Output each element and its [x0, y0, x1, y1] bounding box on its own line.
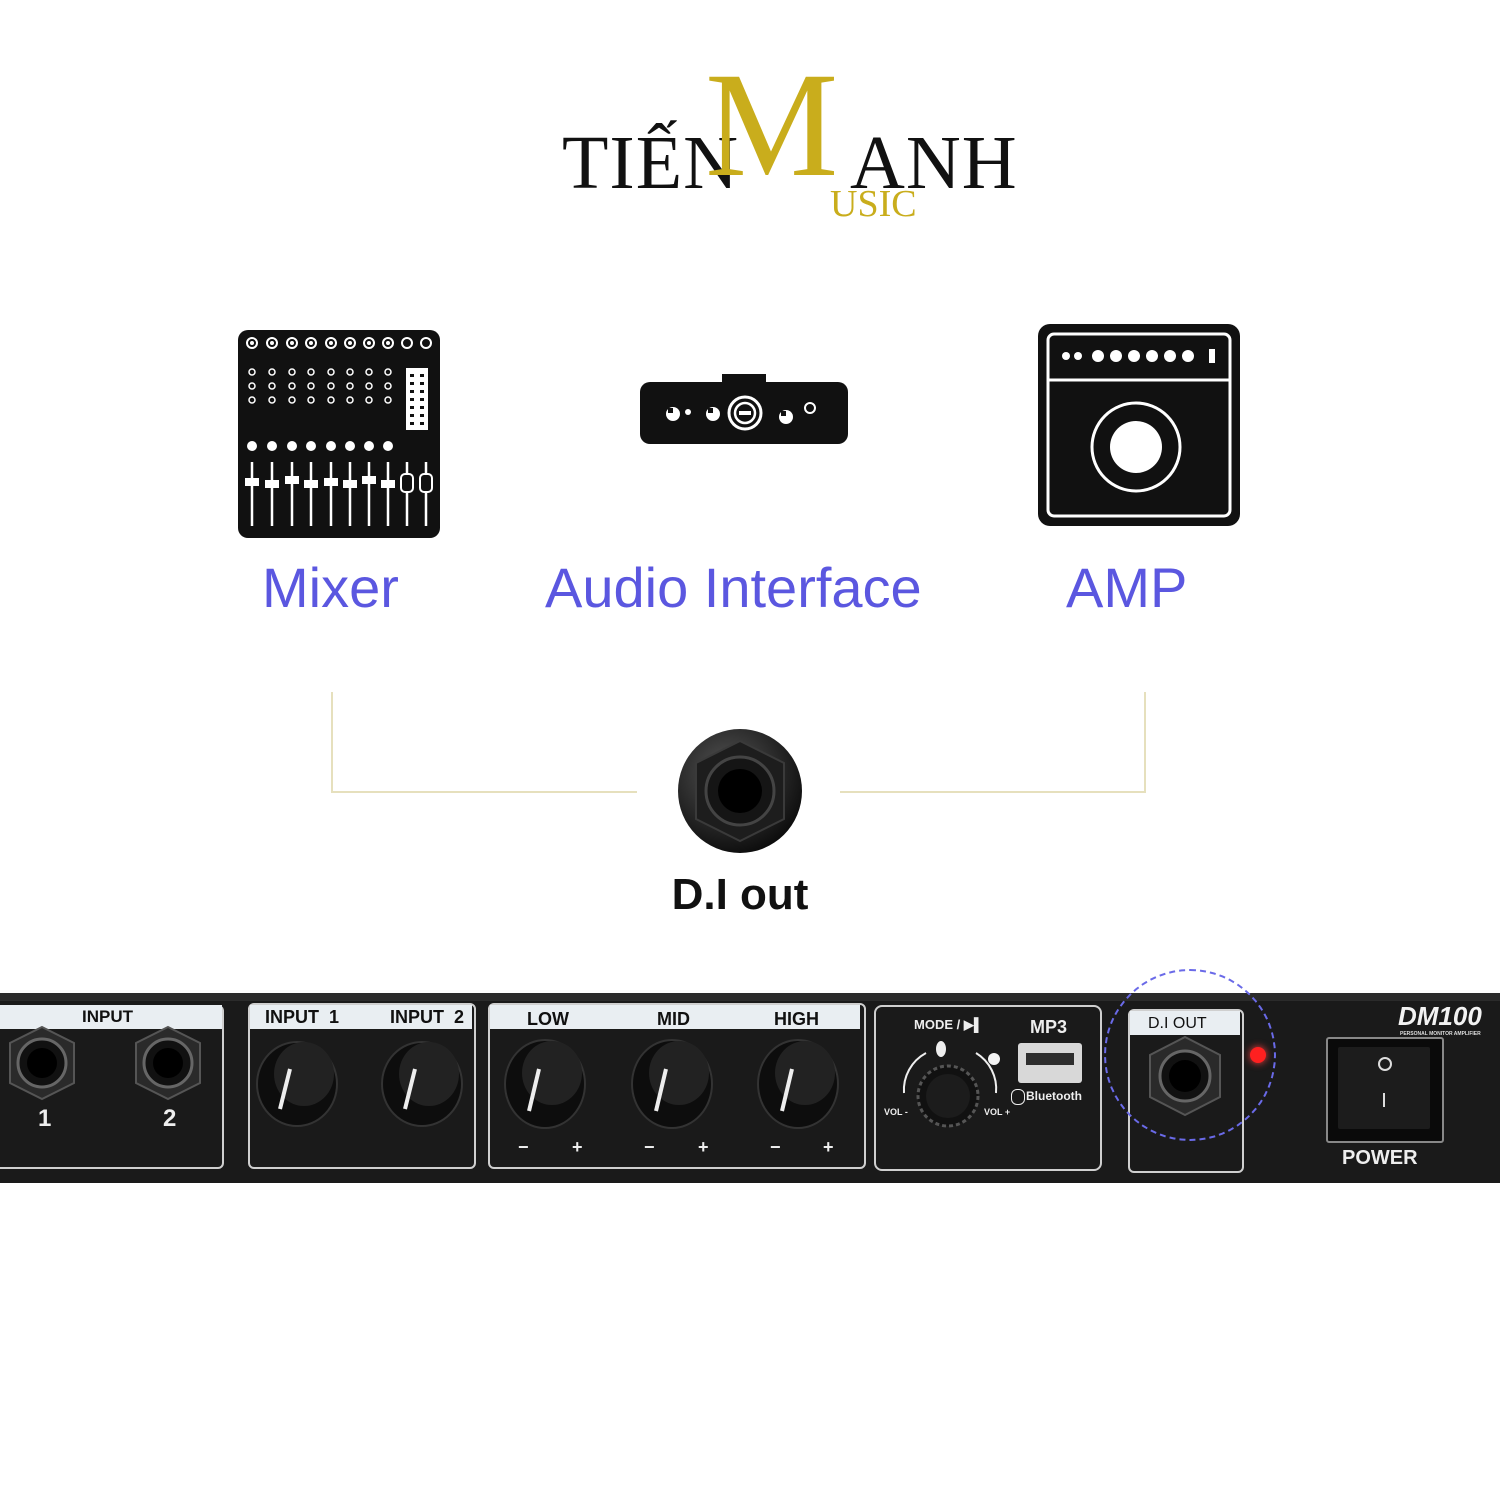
amp-icon	[1038, 324, 1240, 526]
mixer-icon	[238, 330, 440, 538]
device-label-mixer: Mixer	[262, 556, 399, 619]
eq-mid-label: MID	[657, 1009, 690, 1029]
input-1-gain-label: INPUT 1	[265, 1007, 340, 1027]
power-switch[interactable]	[1338, 1047, 1430, 1129]
bluetooth-icon	[1011, 1089, 1025, 1105]
logo-m-letter: M	[705, 42, 839, 208]
audio-interface-icon	[640, 374, 848, 444]
eq-low-knob[interactable]	[497, 1029, 597, 1139]
jack-socket-icon	[678, 729, 802, 853]
logo-text-left: TIẾN	[562, 121, 740, 205]
mp3-label: MP3	[1030, 1017, 1068, 1037]
power-label: POWER	[1342, 1147, 1418, 1169]
connector-line-left-vertical	[331, 692, 333, 792]
device-label-audio-interface: Audio Interface	[545, 556, 922, 619]
input-2-number: 2	[163, 1105, 177, 1132]
eq-low-label: LOW	[527, 1009, 569, 1029]
eq-high-label: HIGH	[774, 1009, 819, 1029]
eq-high-plus: +	[823, 1137, 834, 1157]
eq-mid-plus: +	[698, 1137, 709, 1157]
eq-low-minus: −	[518, 1137, 529, 1157]
gain-section	[248, 1003, 476, 1169]
mode-volume-knob[interactable]	[886, 1033, 1006, 1133]
input-1-number: 1	[38, 1105, 52, 1132]
model-name: DM100	[1398, 1001, 1482, 1031]
input-section-header	[0, 1005, 222, 1029]
volume-up-label: VOL +	[984, 1107, 1011, 1117]
amplifier-front-panel: INPUT 1 2 INPUT 1 INPUT 2 LOW MID HIGH −…	[0, 969, 1500, 1183]
di-out-label: D.I out	[671, 870, 809, 919]
mp3-indicator-led	[988, 1053, 1000, 1065]
input-2-jack[interactable]	[128, 1023, 208, 1103]
bluetooth-label: Bluetooth	[1026, 1089, 1082, 1103]
connector-line-left-horizontal	[331, 791, 637, 793]
mp3-section	[874, 1005, 1102, 1171]
model-subtitle: PERSONAL MONITOR AMPLIFIER	[1400, 1031, 1481, 1037]
input-1-gain-knob[interactable]	[252, 1029, 342, 1129]
usb-port[interactable]	[1018, 1043, 1082, 1083]
eq-section	[488, 1003, 866, 1169]
eq-low-plus: +	[572, 1137, 583, 1157]
input-1-jack[interactable]	[2, 1023, 82, 1103]
eq-mid-minus: −	[644, 1137, 655, 1157]
volume-down-label: VOL -	[884, 1107, 908, 1117]
logo-music-suffix: USIC	[830, 183, 917, 225]
mode-label: MODE / ▶▌	[914, 1017, 984, 1032]
logo-text-right: ANH	[850, 121, 1018, 205]
brand-logo: TIẾN M USIC ANH	[540, 42, 1020, 225]
connector-line-right-horizontal	[840, 791, 1146, 793]
connector-line-right-vertical	[1144, 692, 1146, 792]
di-out-highlight-circle	[1104, 969, 1276, 1141]
input-2-gain-knob[interactable]	[377, 1029, 467, 1129]
eq-section-header	[490, 1005, 860, 1029]
input-section-label: INPUT	[82, 1007, 133, 1026]
eq-high-minus: −	[770, 1137, 781, 1157]
eq-high-knob[interactable]	[750, 1029, 850, 1139]
gain-section-header	[250, 1005, 472, 1029]
device-label-amp: AMP	[1066, 556, 1188, 619]
input-2-gain-label: INPUT 2	[390, 1007, 465, 1027]
eq-mid-knob[interactable]	[624, 1029, 724, 1139]
